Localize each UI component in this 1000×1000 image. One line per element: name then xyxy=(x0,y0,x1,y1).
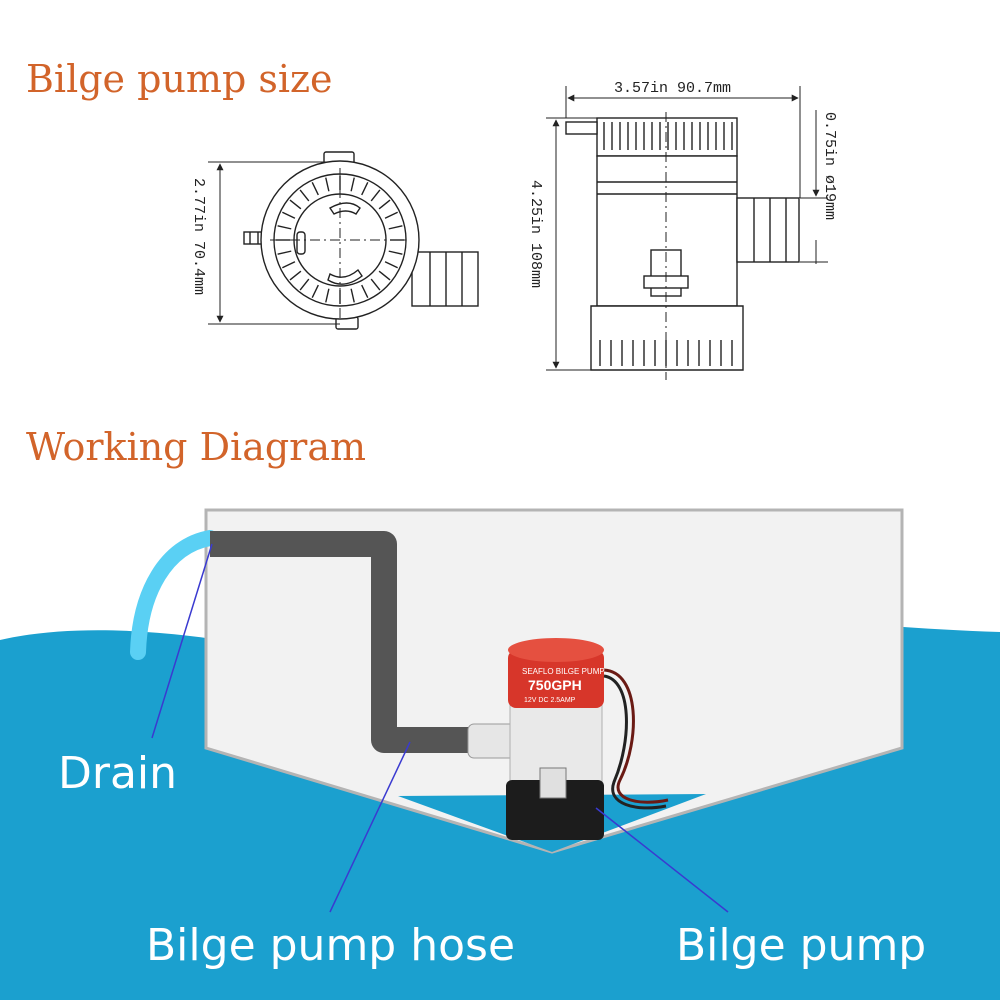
side-view-drawing xyxy=(546,86,828,380)
bilge-pump-hose xyxy=(210,531,478,753)
rib xyxy=(299,278,310,291)
rib xyxy=(361,182,369,196)
rib xyxy=(282,261,296,269)
rib xyxy=(388,225,403,230)
side-height-label: 4.25in 108mm xyxy=(527,180,544,288)
rib xyxy=(282,211,296,219)
rib xyxy=(384,261,398,269)
rib xyxy=(378,199,391,210)
hose-label: Bilge pump hose xyxy=(146,920,515,971)
outlet-diameter-label: 0.75in ø19mm xyxy=(821,112,838,220)
rib xyxy=(361,284,369,298)
pump-model-text: 750GPH xyxy=(528,677,582,693)
pump-label: Bilge pump xyxy=(676,920,926,971)
rib xyxy=(325,177,330,192)
rib xyxy=(370,189,381,202)
pump-leader-line xyxy=(595,807,729,913)
pump-brand-text: SEAFLO BILGE PUMP xyxy=(522,667,605,676)
drain-label: Drain xyxy=(58,748,177,799)
rib xyxy=(325,288,330,303)
bilge-pump-size-heading: Bilge pump size xyxy=(26,57,333,101)
rib xyxy=(388,250,403,255)
rib xyxy=(378,270,391,281)
top-view-drawing xyxy=(208,151,479,330)
rib xyxy=(299,189,310,202)
rib xyxy=(350,288,355,303)
pump-icon xyxy=(467,638,669,840)
rib xyxy=(384,211,398,219)
rib xyxy=(277,225,292,230)
rib xyxy=(289,199,302,210)
working-diagram-heading: Working Diagram xyxy=(26,425,367,469)
top-width-label: 3.57in 90.7mm xyxy=(614,80,731,97)
drain-leader-line xyxy=(151,543,213,739)
rib xyxy=(311,284,319,298)
rib xyxy=(370,278,381,291)
rib xyxy=(277,250,292,255)
top-view-height-label: 2.77in 70.4mm xyxy=(190,178,207,295)
rib xyxy=(350,177,355,192)
rib xyxy=(289,270,302,281)
hose-leader-line xyxy=(329,741,411,913)
rib xyxy=(311,182,319,196)
pump-spec-text: 12V DC 2.5AMP xyxy=(524,697,576,704)
drain-flow xyxy=(130,530,218,660)
